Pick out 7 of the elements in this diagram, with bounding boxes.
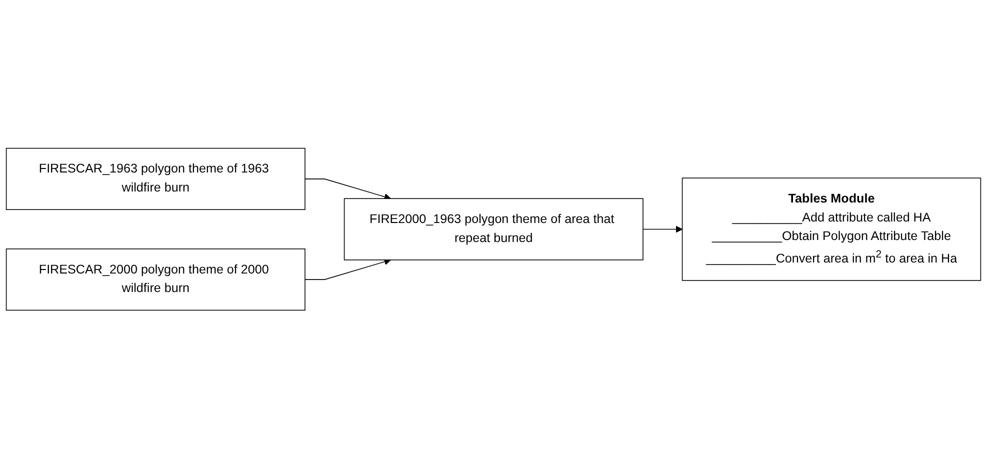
node-box: FIRESCAR_1963 polygon theme of 1963 wildfire burn bbox=[6, 148, 306, 210]
node-box: Tables Module __________Add attribute called HA __________Obtain Polygon Attribute Table __________Convert area in m$^{2}$ to area in Ha bbox=[682, 178, 982, 282]
arrow bbox=[304, 258, 391, 280]
node-box: FIRE2000_1963 polygon theme of area that repeat burned bbox=[344, 198, 644, 261]
arrow bbox=[304, 178, 391, 200]
arrow bbox=[642, 226, 683, 233]
node-box: FIRESCAR_2000 polygon theme of 2000 wildfire burn bbox=[6, 248, 306, 311]
